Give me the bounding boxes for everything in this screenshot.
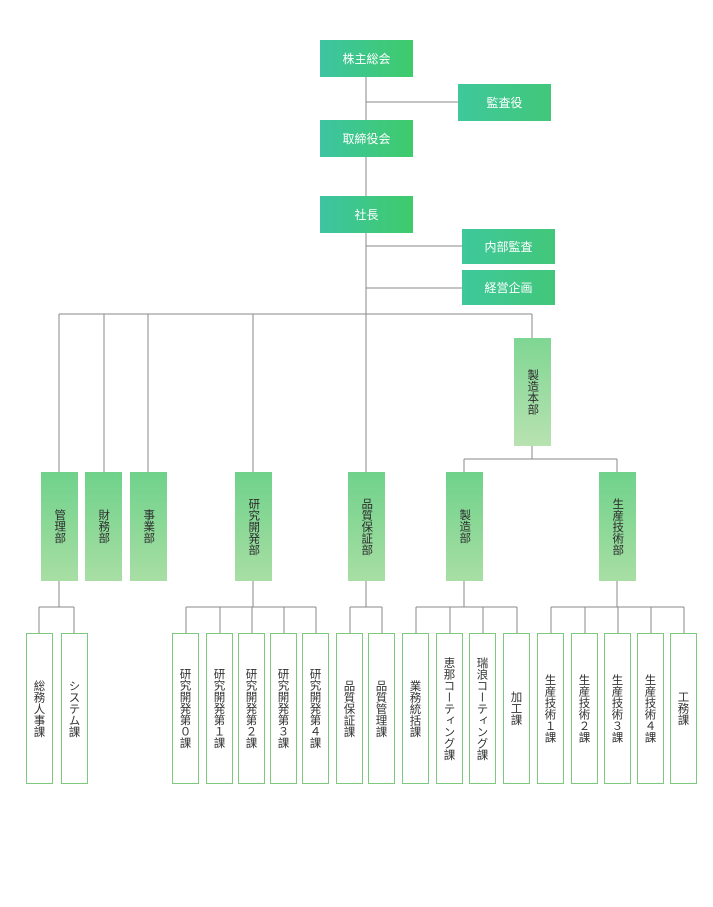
division-zaimu: 財務部 [85, 472, 122, 581]
planning-box: 経営企画 [462, 270, 555, 305]
board-box: 取締役会 [320, 120, 413, 157]
shareholders-box: 株主総会 [320, 40, 413, 77]
division-seisan-gijutsu: 生産技術部 [599, 472, 636, 581]
division-kenkyu: 研究開発部 [235, 472, 272, 581]
section-somu: 総務人事課 [26, 633, 53, 784]
section-rd4: 研究開発第４課 [302, 633, 329, 784]
division-hinshitsu: 品質保証部 [348, 472, 385, 581]
section-pe4: 生産技術４課 [637, 633, 664, 784]
section-ebe: 恵那コーティング課 [436, 633, 463, 784]
section-rd1: 研究開発第１課 [206, 633, 233, 784]
section-system: システム課 [61, 633, 88, 784]
section-qa1: 品質保証課 [336, 633, 363, 784]
section-kako: 加工課 [503, 633, 530, 784]
section-pe1: 生産技術１課 [537, 633, 564, 784]
auditor-box: 監査役 [458, 84, 551, 121]
section-rd0: 研究開発第０課 [172, 633, 199, 784]
division-seizo: 製造部 [446, 472, 483, 581]
section-rd3: 研究開発第３課 [270, 633, 297, 784]
division-jigyo: 事業部 [130, 472, 167, 581]
president-box: 社長 [320, 196, 413, 233]
division-seizo-honbu: 製造本部 [514, 338, 551, 446]
internal-audit-box: 内部監査 [462, 229, 555, 264]
division-kanri: 管理部 [41, 472, 78, 581]
section-mizunami: 瑞浪コーティング課 [469, 633, 496, 784]
section-gyomu: 業務統括課 [402, 633, 429, 784]
section-qa2: 品質管理課 [368, 633, 395, 784]
section-pe2: 生産技術２課 [571, 633, 598, 784]
section-rd2: 研究開発第２課 [238, 633, 265, 784]
section-komu: 工務課 [670, 633, 697, 784]
section-pe3: 生産技術３課 [604, 633, 631, 784]
